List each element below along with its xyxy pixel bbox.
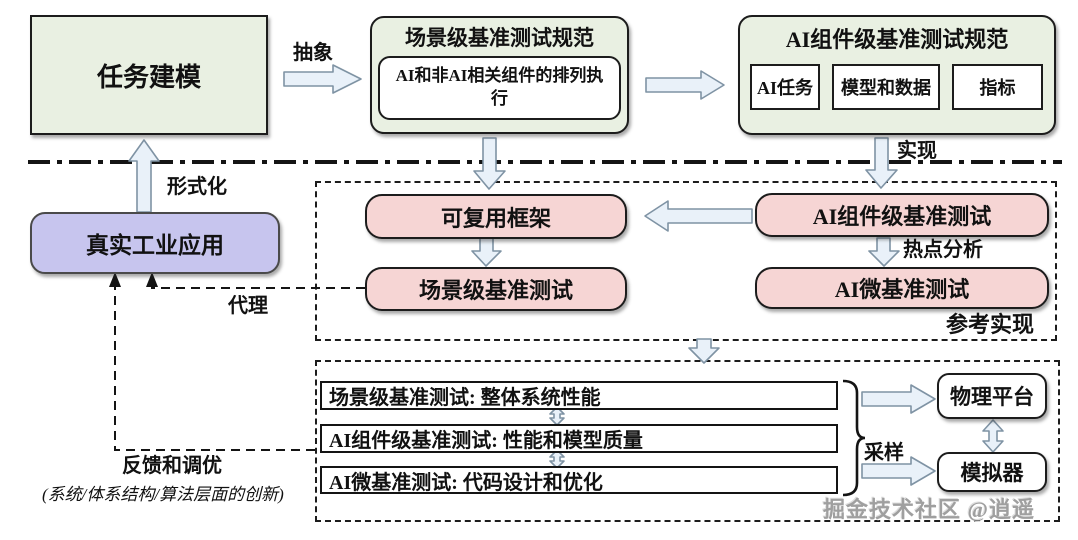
reference-impl-caption: 参考实现 bbox=[946, 312, 1035, 337]
abstraction-label: 抽象 bbox=[293, 42, 333, 64]
task-modeling-box: 任务建模 bbox=[30, 15, 268, 135]
evaluation-row-micro: AI微基准测试: 代码设计和优化 bbox=[320, 466, 838, 494]
abstraction-arrow-icon bbox=[283, 64, 362, 94]
scenario-benchmark-box: 场景级基准测试 bbox=[365, 267, 627, 311]
physical-platform-label: 物理平台 bbox=[950, 385, 1034, 409]
real-industry-app-box: 真实工业应用 bbox=[30, 212, 280, 274]
evaluation-row-scenario: 场景级基准测试: 整体系统性能 bbox=[320, 381, 838, 410]
scenario-spec-title: 场景级基准测试规范 bbox=[405, 26, 594, 50]
feedback-arrowhead-icon bbox=[109, 272, 121, 287]
simulator-label: 模拟器 bbox=[960, 461, 1024, 485]
component-spec-title: AI组件级基准测试规范 bbox=[785, 27, 1009, 52]
feedback-note: (系统/体系结构/算法层面的创新) bbox=[42, 485, 284, 504]
realization-label: 实现 bbox=[897, 140, 937, 162]
ai-component-benchmark-box: AI组件级基准测试 bbox=[755, 193, 1049, 237]
component-item-ai-task: AI任务 bbox=[750, 64, 820, 110]
real-industry-app-label: 真实工业应用 bbox=[86, 233, 224, 258]
sampling-label: 采样 bbox=[864, 442, 904, 464]
component-item-metrics: 指标 bbox=[952, 64, 1043, 110]
component-spec-box: AI组件级基准测试规范 AI任务 模型和数据 指标 bbox=[738, 15, 1056, 135]
scenario-spec-detail: AI和非AI相关组件的排列执行 bbox=[395, 66, 604, 108]
component-item-model-data-label: 模型和数据 bbox=[841, 78, 931, 98]
component-item-ai-task-label: AI任务 bbox=[756, 78, 813, 98]
component-item-metrics-label: 指标 bbox=[979, 78, 1016, 98]
evaluation-row-micro-label: AI微基准测试: 代码设计和优化 bbox=[329, 471, 603, 494]
reusable-framework-box: 可复用框架 bbox=[365, 194, 627, 239]
proxy-label: 代理 bbox=[228, 295, 268, 317]
evaluation-container bbox=[315, 360, 1060, 522]
evaluation-row-scenario-label: 场景级基准测试: 整体系统性能 bbox=[329, 387, 601, 409]
scenario-spec-detail-box: AI和非AI相关组件的排列执行 bbox=[378, 56, 621, 120]
formalization-label: 形式化 bbox=[167, 176, 227, 198]
proxy-arrowhead-icon bbox=[146, 272, 158, 287]
scenario-spec-box: 场景级基准测试规范 AI和非AI相关组件的排列执行 bbox=[370, 16, 629, 134]
evaluation-row-component-label: AI组件级基准测试: 性能和模型质量 bbox=[329, 430, 643, 452]
ai-component-benchmark-label: AI组件级基准测试 bbox=[812, 204, 992, 229]
task-modeling-label: 任务建模 bbox=[96, 62, 201, 92]
feedback-label: 反馈和调优 bbox=[122, 455, 222, 477]
watermark-text: 掘金技术社区 @逍遥 bbox=[823, 497, 1035, 522]
feedback-dashed-line bbox=[114, 284, 315, 451]
formalization-up-arrow-icon bbox=[128, 139, 160, 213]
reference-impl-container bbox=[315, 181, 1057, 341]
ai-micro-benchmark-box: AI微基准测试 bbox=[755, 267, 1049, 309]
evaluation-row-component: AI组件级基准测试: 性能和模型质量 bbox=[320, 424, 838, 453]
ai-micro-benchmark-label: AI微基准测试 bbox=[834, 277, 970, 302]
hotspot-analysis-label: 热点分析 bbox=[903, 239, 983, 261]
simulator-box: 模拟器 bbox=[937, 452, 1047, 492]
component-item-model-data: 模型和数据 bbox=[832, 64, 940, 110]
reusable-framework-label: 可复用框架 bbox=[440, 205, 551, 231]
scenario-benchmark-label: 场景级基准测试 bbox=[418, 278, 573, 303]
physical-platform-box: 物理平台 bbox=[937, 373, 1047, 419]
spec-link-arrow-icon bbox=[645, 70, 725, 100]
